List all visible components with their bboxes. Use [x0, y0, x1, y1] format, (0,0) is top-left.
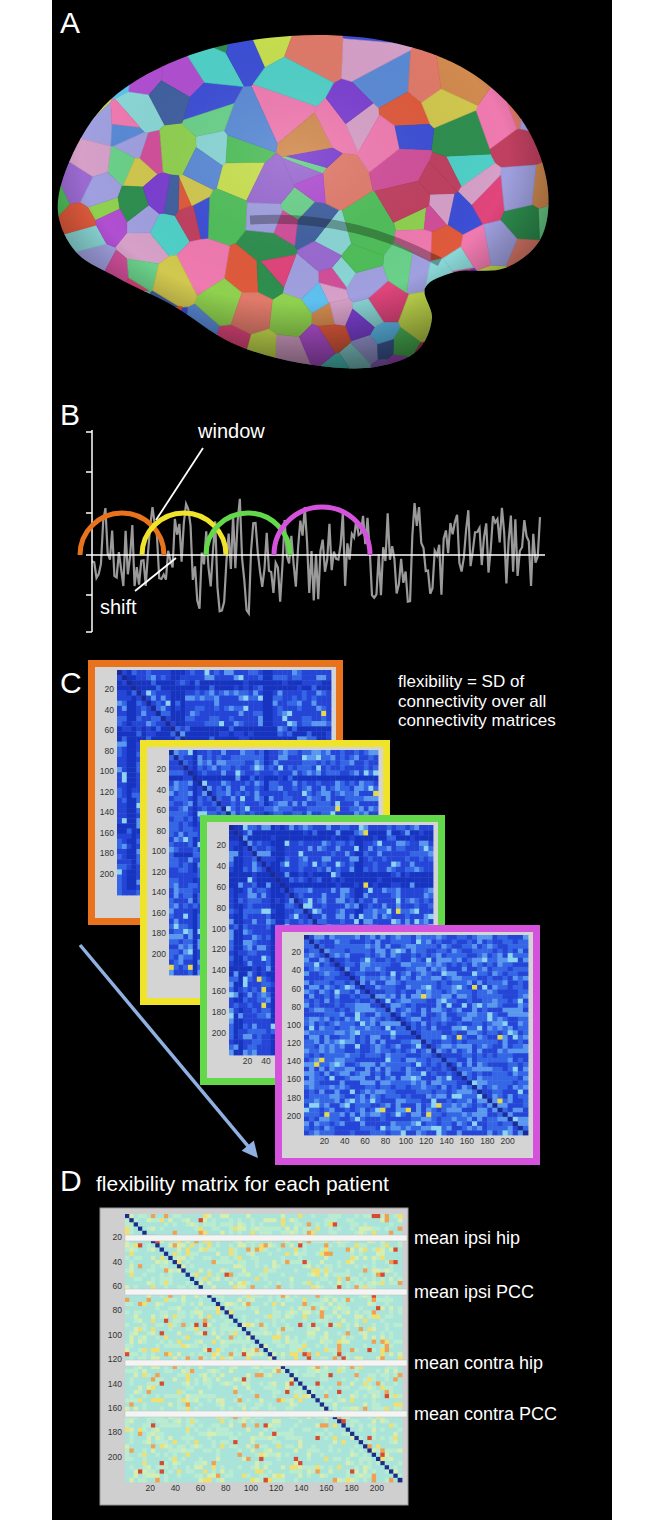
figure-stage: ABwindowshiftCflexibility = SD of connec…: [0, 0, 666, 1520]
